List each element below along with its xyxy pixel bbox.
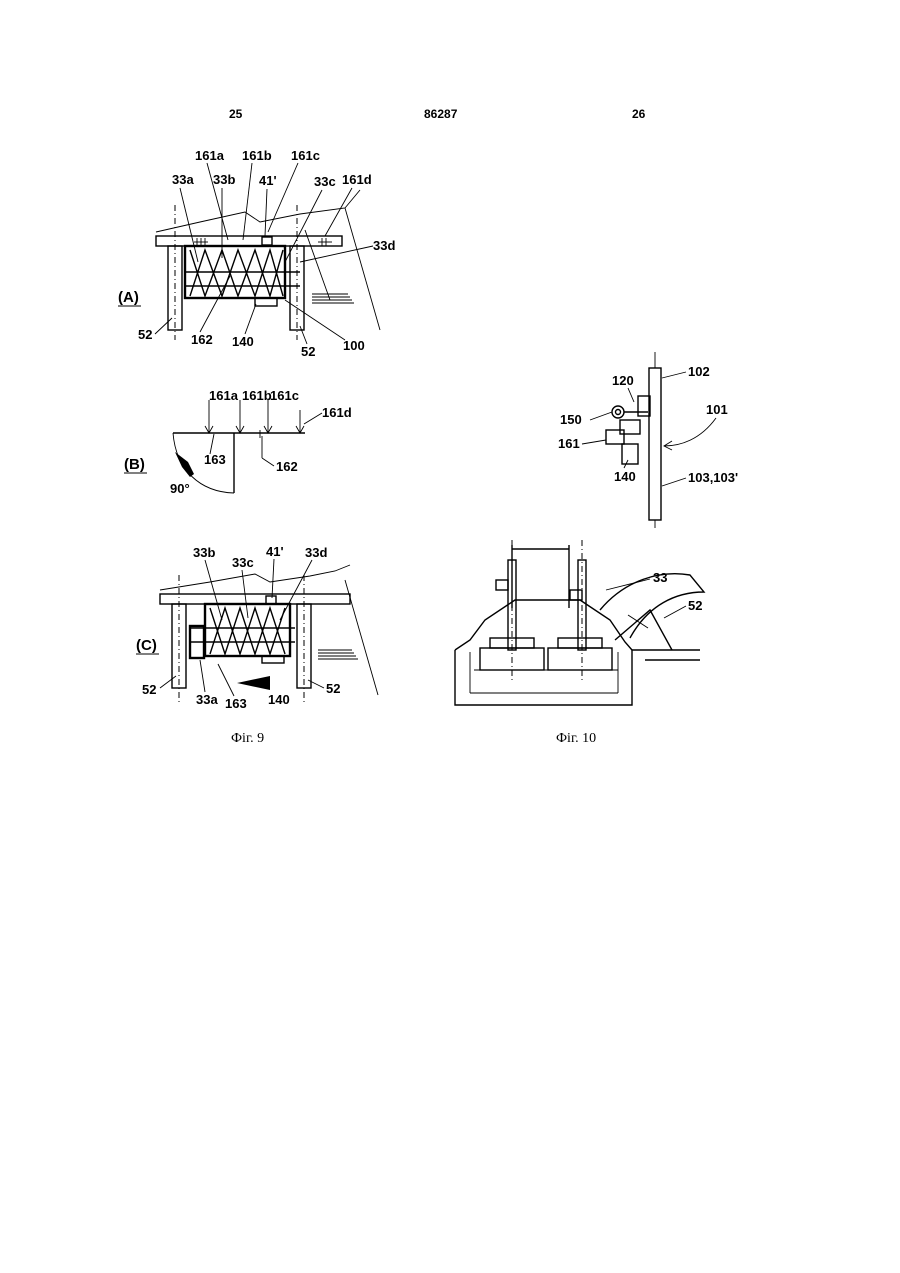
label-33c: 33c — [314, 174, 336, 189]
panel-c-tag: (C) — [136, 637, 157, 654]
label-b-161c: 161c — [270, 388, 299, 403]
label-140: 140 — [232, 334, 254, 349]
label-c-33a: 33a — [196, 692, 218, 707]
label-b-161d: 161d — [322, 405, 352, 420]
label-c-163: 163 — [225, 696, 247, 711]
label-41prime: 41' — [259, 173, 277, 188]
panel-a-tag: (A) — [118, 289, 139, 306]
label-c-33c: 33c — [232, 555, 254, 570]
label-33a: 33a — [172, 172, 194, 187]
label-b-163: 163 — [204, 452, 226, 467]
fig10-detail: 102 120 101 150 161 140 103,103' — [558, 352, 738, 528]
fig10-section: 33 52 — [455, 540, 704, 705]
figure-9-caption: Фіг. 9 — [231, 731, 264, 747]
fig9-panel-a: (A) 161a 1 — [118, 148, 395, 359]
label-161b: 161b — [242, 148, 272, 163]
label-150: 150 — [560, 412, 582, 427]
label-33b: 33b — [213, 172, 235, 187]
label-161c: 161c — [291, 148, 320, 163]
label-100: 100 — [343, 338, 365, 353]
label-b-161b: 161b — [242, 388, 272, 403]
label-b-90deg: 90° — [170, 481, 190, 496]
label-140-fig10: 140 — [614, 469, 636, 484]
label-52-fig10: 52 — [688, 598, 702, 613]
label-120: 120 — [612, 373, 634, 388]
label-103: 103,103' — [688, 470, 738, 485]
label-52-left: 52 — [138, 327, 152, 342]
label-161d: 161d — [342, 172, 372, 187]
label-102: 102 — [688, 364, 710, 379]
label-c-33d: 33d — [305, 545, 327, 560]
label-162: 162 — [191, 332, 213, 347]
label-b-162: 162 — [276, 459, 298, 474]
label-33d: 33d — [373, 238, 395, 253]
label-161a: 161a — [195, 148, 225, 163]
label-101: 101 — [706, 402, 728, 417]
label-c-140: 140 — [268, 692, 290, 707]
label-33-fig10: 33 — [653, 570, 667, 585]
fig9-panel-c: (C) 33b 33c 41' 33d 52 33a 163 140 52 — [136, 544, 378, 711]
label-c-52-left: 52 — [142, 682, 156, 697]
label-c-52-right: 52 — [326, 681, 340, 696]
label-c-41prime: 41' — [266, 544, 284, 559]
label-b-161a: 161a — [209, 388, 239, 403]
label-c-33b: 33b — [193, 545, 215, 560]
figure-10-caption: Фіг. 10 — [556, 731, 596, 747]
fig9-panel-b: (B) 161a 161b 161c 161d 163 162 90° — [124, 388, 352, 496]
label-52-right: 52 — [301, 344, 315, 359]
panel-b-tag: (B) — [124, 456, 145, 473]
label-161: 161 — [558, 436, 580, 451]
